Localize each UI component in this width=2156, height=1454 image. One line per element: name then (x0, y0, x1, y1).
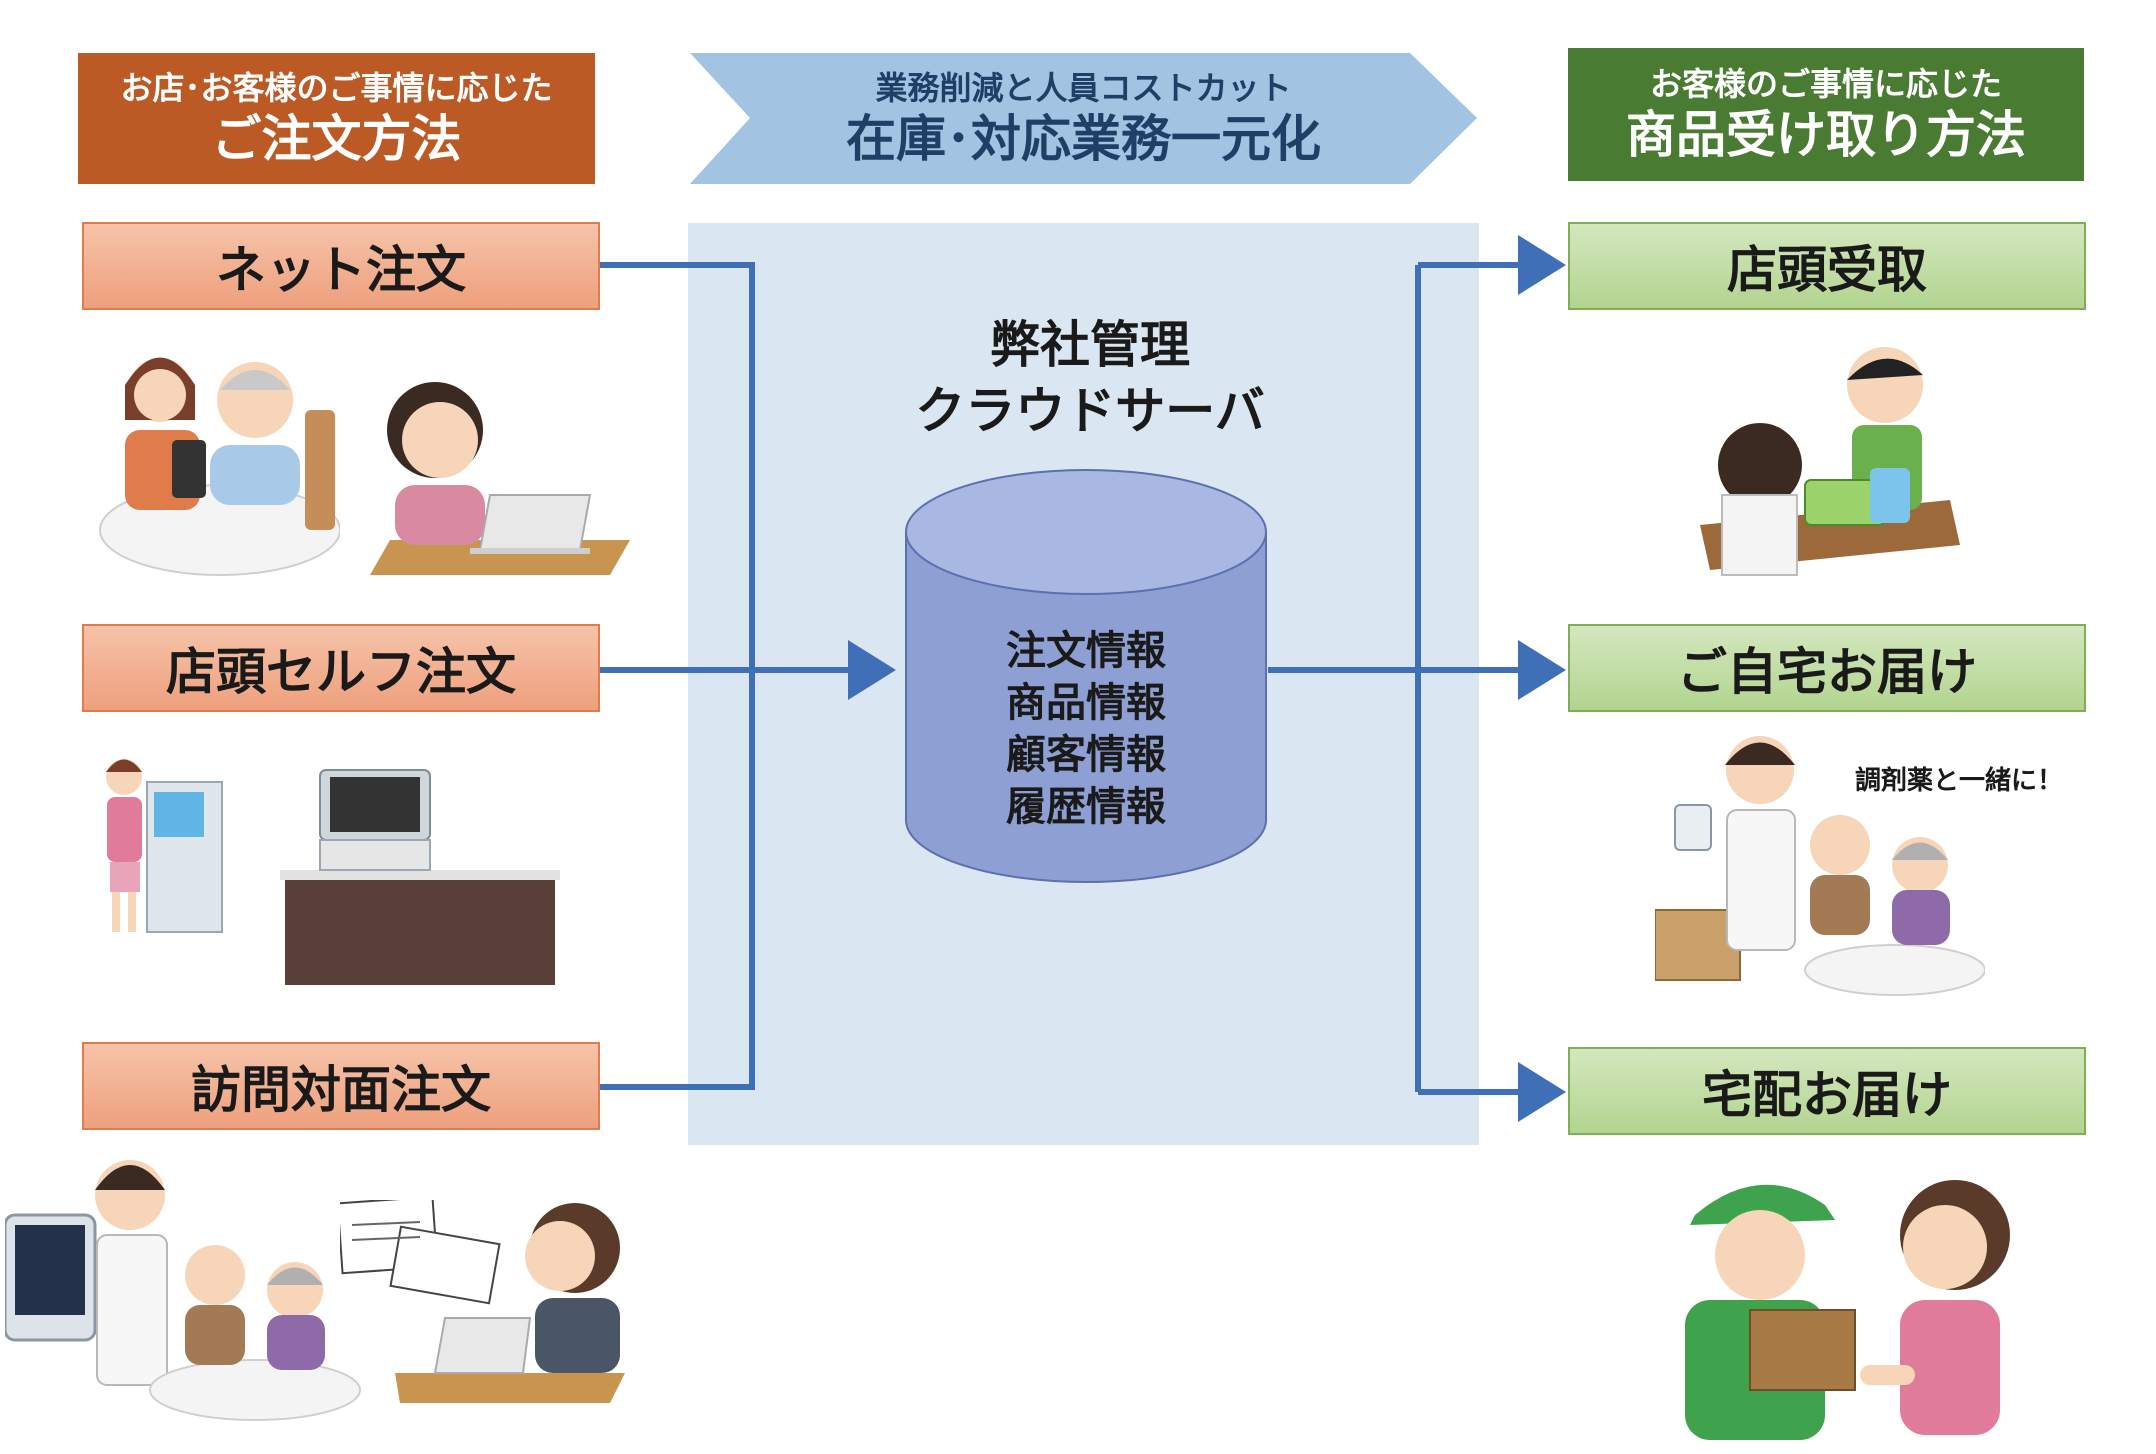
chevron-shape (690, 53, 1477, 184)
order-methods-header: お店･お客様のご事情に応じた ご注文方法 (78, 53, 595, 184)
integration-header: 業務削減と人員コストカット 在庫･対応業務一元化 (690, 53, 1477, 184)
receipt-methods-header: お客様のご事情に応じた 商品受け取り方法 (1568, 48, 2084, 181)
order-method-net: ネット注文 (82, 222, 600, 310)
server-data-list: 注文情報 商品情報 顧客情報 履歴情報 (906, 625, 1266, 833)
pharmacist-home-delivery-illustration (1655, 736, 1985, 996)
order-method-net-label: ネット注文 (216, 241, 466, 299)
connector-net-order (600, 262, 755, 670)
receipt-methods-header-sub: お客様のご事情に応じた (1649, 64, 2002, 103)
order-method-self: 店頭セルフ注文 (82, 624, 600, 712)
woman-laptop-desk-illustration (395, 1203, 625, 1403)
data-item: 履歴情報 (1006, 784, 1166, 830)
self-order-terminal-illustration (280, 769, 560, 985)
connector-visit-order (600, 670, 755, 1090)
delivery-method-pickup: 店頭受取 (1568, 222, 2086, 310)
pharmacist-tablet-illustration (5, 1160, 361, 1421)
integration-header-title: 在庫･対応業務一元化 (846, 109, 1321, 168)
receipt-methods-header-title: 商品受け取り方法 (1626, 105, 2026, 164)
server-title-line2: クラウドサーバ (915, 382, 1265, 440)
delivery-courier-illustration (1685, 1184, 1856, 1440)
server-title-line1: 弊社管理 (990, 316, 1190, 374)
integration-header-sub: 業務削減と人員コストカット (875, 68, 1292, 107)
woman-laptop-illustration (370, 382, 630, 575)
data-item: 注文情報 (1006, 628, 1166, 674)
server-title: 弊社管理 クラウドサーバ (880, 312, 1300, 444)
order-method-visit-label: 訪問対面注文 (191, 1061, 491, 1119)
data-item: 顧客情報 (1006, 732, 1166, 778)
woman-kiosk-illustration (106, 759, 223, 933)
delivery-method-courier-label: 宅配お届け (1702, 1066, 1952, 1124)
order-methods-header-sub: お店･お客様のご事情に応じた (120, 68, 553, 107)
home-delivery-note: 調剤薬と一緒に！ (1855, 766, 2064, 796)
pharmacy-counter-pickup-illustration (1700, 347, 1960, 576)
order-method-self-label: 店頭セルフ注文 (166, 643, 516, 701)
data-item: 商品情報 (1006, 680, 1166, 726)
delivery-method-home: ご自宅お届け (1568, 624, 2086, 712)
database-cylinder-icon (905, 469, 1267, 883)
order-forms-illustration (340, 1200, 501, 1305)
order-methods-header-title: ご注文方法 (211, 109, 462, 168)
caregiver-elderly-smartphone-illustration (99, 357, 340, 576)
delivery-method-home-label: ご自宅お届け (1677, 643, 1977, 701)
delivery-method-pickup-label: 店頭受取 (1727, 241, 1927, 299)
delivery-method-courier: 宅配お届け (1568, 1047, 2086, 1135)
woman-receiving-package-illustration (1860, 1180, 2010, 1435)
order-method-visit: 訪問対面注文 (82, 1042, 600, 1130)
